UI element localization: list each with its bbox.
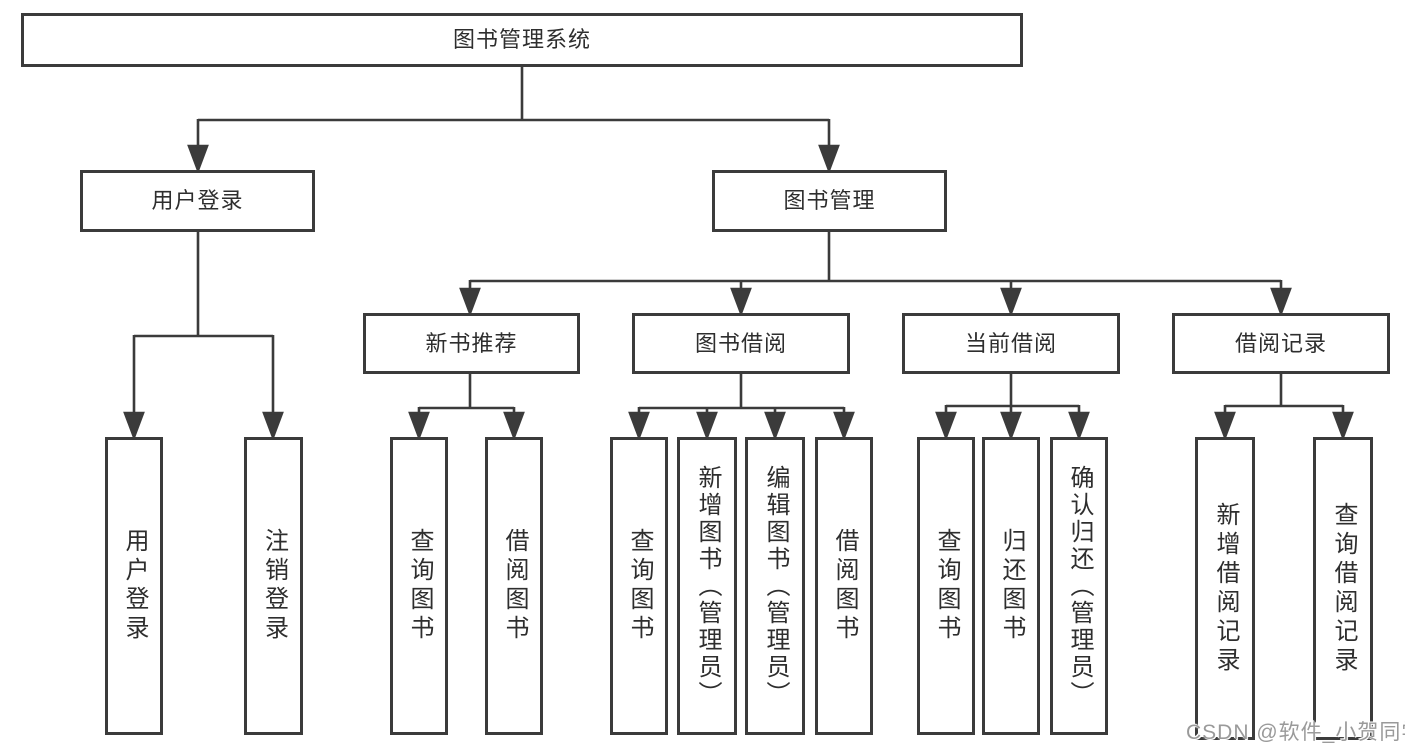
leaf-query-books-recommend: 查询图书 bbox=[390, 437, 448, 735]
leaf-user-login: 用户登录 bbox=[105, 437, 163, 735]
leaf-confirm-return-admin: 确认归还（管理员） bbox=[1050, 437, 1108, 735]
node-new-book-recommendation: 新书推荐 bbox=[363, 313, 580, 374]
node-borrowing-records: 借阅记录 bbox=[1172, 313, 1390, 374]
leaf-logout: 注销登录 bbox=[244, 437, 303, 735]
leaf-query-books-current: 查询图书 bbox=[917, 437, 975, 735]
node-current-borrowing: 当前借阅 bbox=[902, 313, 1120, 374]
node-user-login-branch: 用户登录 bbox=[80, 170, 315, 232]
node-book-management: 图书管理 bbox=[712, 170, 947, 232]
node-library-management-system: 图书管理系统 bbox=[21, 13, 1023, 67]
leaf-query-books-borrowing: 查询图书 bbox=[610, 437, 668, 735]
node-book-borrowing: 图书借阅 bbox=[632, 313, 850, 374]
leaf-add-books-admin: 新增图书（管理员） bbox=[677, 437, 737, 735]
leaf-borrow-books-recommend: 借阅图书 bbox=[485, 437, 543, 735]
leaf-edit-books-admin: 编辑图书（管理员） bbox=[745, 437, 805, 735]
leaf-query-borrow-record: 查询借阅记录 bbox=[1313, 437, 1373, 740]
leaf-add-borrow-record: 新增借阅记录 bbox=[1195, 437, 1255, 740]
watermark: CSDN @软件_小贺同学 bbox=[1186, 721, 1405, 744]
leaf-borrow-books-borrowing: 借阅图书 bbox=[815, 437, 873, 735]
leaf-return-books: 归还图书 bbox=[982, 437, 1040, 735]
